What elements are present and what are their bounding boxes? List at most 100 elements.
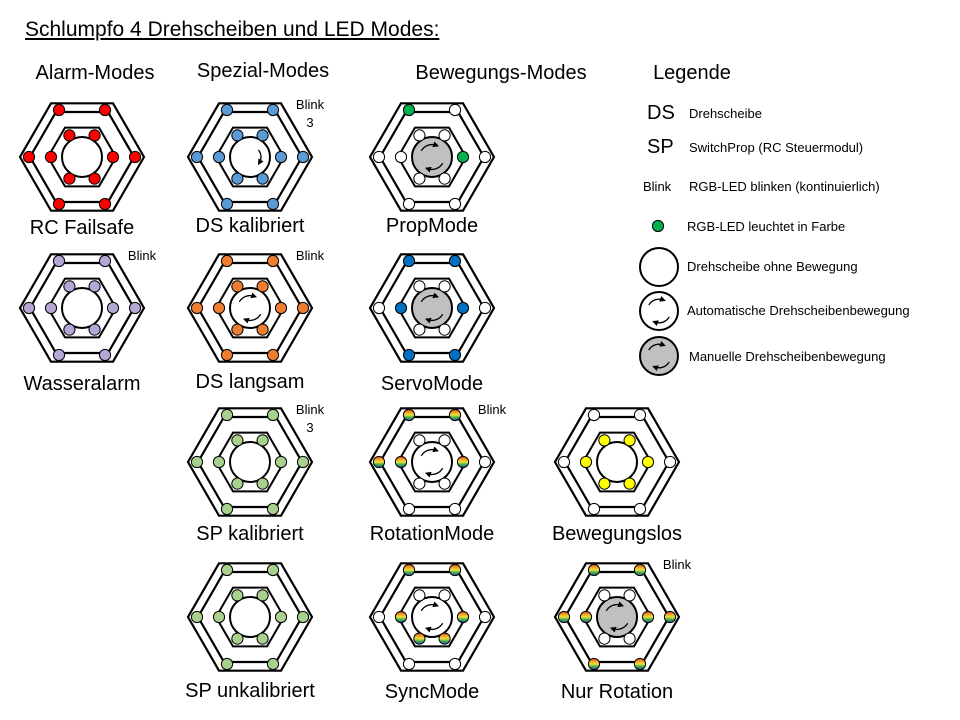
led-lightgreen	[266, 657, 280, 671]
led-white	[633, 502, 647, 516]
led-red	[52, 103, 66, 117]
led-blue	[190, 150, 204, 164]
led-orange	[220, 254, 234, 268]
legend-blink-abbr: Blink	[643, 179, 672, 194]
led-white	[478, 455, 492, 469]
led-purple	[52, 254, 66, 268]
led-blue	[212, 150, 226, 164]
led-purple	[44, 301, 58, 315]
page-title: Schlumpfo 4 Drehscheiben und LED Modes:	[25, 18, 440, 41]
mode-label: ServoMode	[381, 373, 483, 395]
led-lightgreen	[266, 408, 280, 422]
led-white	[438, 589, 451, 602]
led-lightgreen	[231, 434, 244, 447]
turntable-center-icon	[596, 441, 638, 483]
rotation-arrow-icon	[652, 316, 670, 326]
led-rainbow	[641, 610, 655, 624]
blink-note: Blink	[296, 248, 325, 263]
legend-manual-icon	[639, 336, 679, 376]
mode-syncmode: SyncMode	[368, 562, 496, 703]
legend-color-text: RGB-LED leuchtet in Farbe	[687, 219, 846, 234]
turntable-center-icon	[411, 287, 453, 329]
led-lightgreen	[256, 589, 269, 602]
led-orange	[231, 280, 244, 293]
led-rainbow	[402, 563, 416, 577]
mode-servomode: ServoMode	[368, 253, 496, 395]
led-orange	[274, 301, 288, 315]
led-orange	[266, 348, 280, 362]
led-yellow	[623, 477, 636, 490]
led-white	[413, 129, 426, 142]
led-yellow	[579, 455, 593, 469]
legend-plain-icon	[639, 247, 679, 287]
led-lightgreen	[266, 563, 280, 577]
led-white	[413, 280, 426, 293]
led-rainbow	[372, 455, 386, 469]
column-header-bewegung: Bewegungs-Modes	[415, 62, 587, 84]
led-rainbow	[456, 455, 470, 469]
legend-plain-text: Drehscheibe ohne Bewegung	[687, 259, 858, 274]
rotation-arrow-icon	[420, 446, 440, 457]
blink-note: Blink	[128, 248, 157, 263]
led-red	[88, 129, 101, 142]
rotation-arrow-icon	[242, 313, 262, 324]
led-lightgreen	[212, 610, 226, 624]
led-darkblue	[456, 301, 470, 315]
led-blue	[256, 129, 269, 142]
led-red	[128, 150, 142, 164]
led-white	[372, 301, 386, 315]
turntable-center-icon	[61, 287, 103, 329]
legend-ds-text: Drehscheibe	[689, 106, 762, 121]
led-lightgreen	[266, 502, 280, 516]
led-rainbow	[633, 657, 647, 671]
led-white	[478, 150, 492, 164]
turntable-center-icon	[639, 291, 679, 331]
led-purple	[22, 301, 36, 315]
led-lightgreen	[190, 610, 204, 624]
led-white	[394, 150, 408, 164]
led-orange	[266, 254, 280, 268]
led-white	[413, 323, 426, 336]
led-rainbow	[413, 632, 426, 645]
led-lightgreen	[231, 589, 244, 602]
led-blue	[296, 150, 310, 164]
led-red	[63, 172, 76, 185]
led-rainbow	[663, 610, 677, 624]
blink-note: Blink	[663, 557, 692, 572]
led-orange	[212, 301, 226, 315]
led-orange	[220, 348, 234, 362]
rotation-arrow-icon	[420, 141, 440, 152]
mode-label: DS langsam	[196, 371, 305, 393]
turntable-center-icon	[229, 287, 271, 329]
led-rainbow	[438, 632, 451, 645]
mode-propmode: PropMode	[368, 102, 496, 237]
led-white	[402, 657, 416, 671]
led-rainbow	[587, 563, 601, 577]
column-header-alarm: Alarm-Modes	[35, 62, 155, 84]
led-blue	[266, 103, 280, 117]
rotation-arrow-icon	[420, 292, 440, 303]
legend-led-color-icon	[651, 219, 665, 233]
mode-label: DS kalibriert	[196, 215, 305, 237]
led-red	[88, 172, 101, 185]
led-purple	[52, 348, 66, 362]
led-red	[98, 103, 112, 117]
led-purple	[88, 323, 101, 336]
led-darkblue	[394, 301, 408, 315]
mode-label: PropMode	[386, 215, 478, 237]
led-lightgreen	[220, 408, 234, 422]
led-orange	[256, 280, 269, 293]
led-white	[663, 455, 677, 469]
led-white	[438, 129, 451, 142]
led-yellow	[598, 434, 611, 447]
led-lightgreen	[256, 632, 269, 645]
column-header-legende: Legende	[653, 62, 731, 84]
led-lightgreen	[220, 657, 234, 671]
turntable-center-icon	[639, 336, 679, 376]
rotation-arrow-icon	[648, 341, 666, 351]
led-rainbow	[633, 563, 647, 577]
led-lightgreen	[220, 563, 234, 577]
led-orange	[231, 323, 244, 336]
